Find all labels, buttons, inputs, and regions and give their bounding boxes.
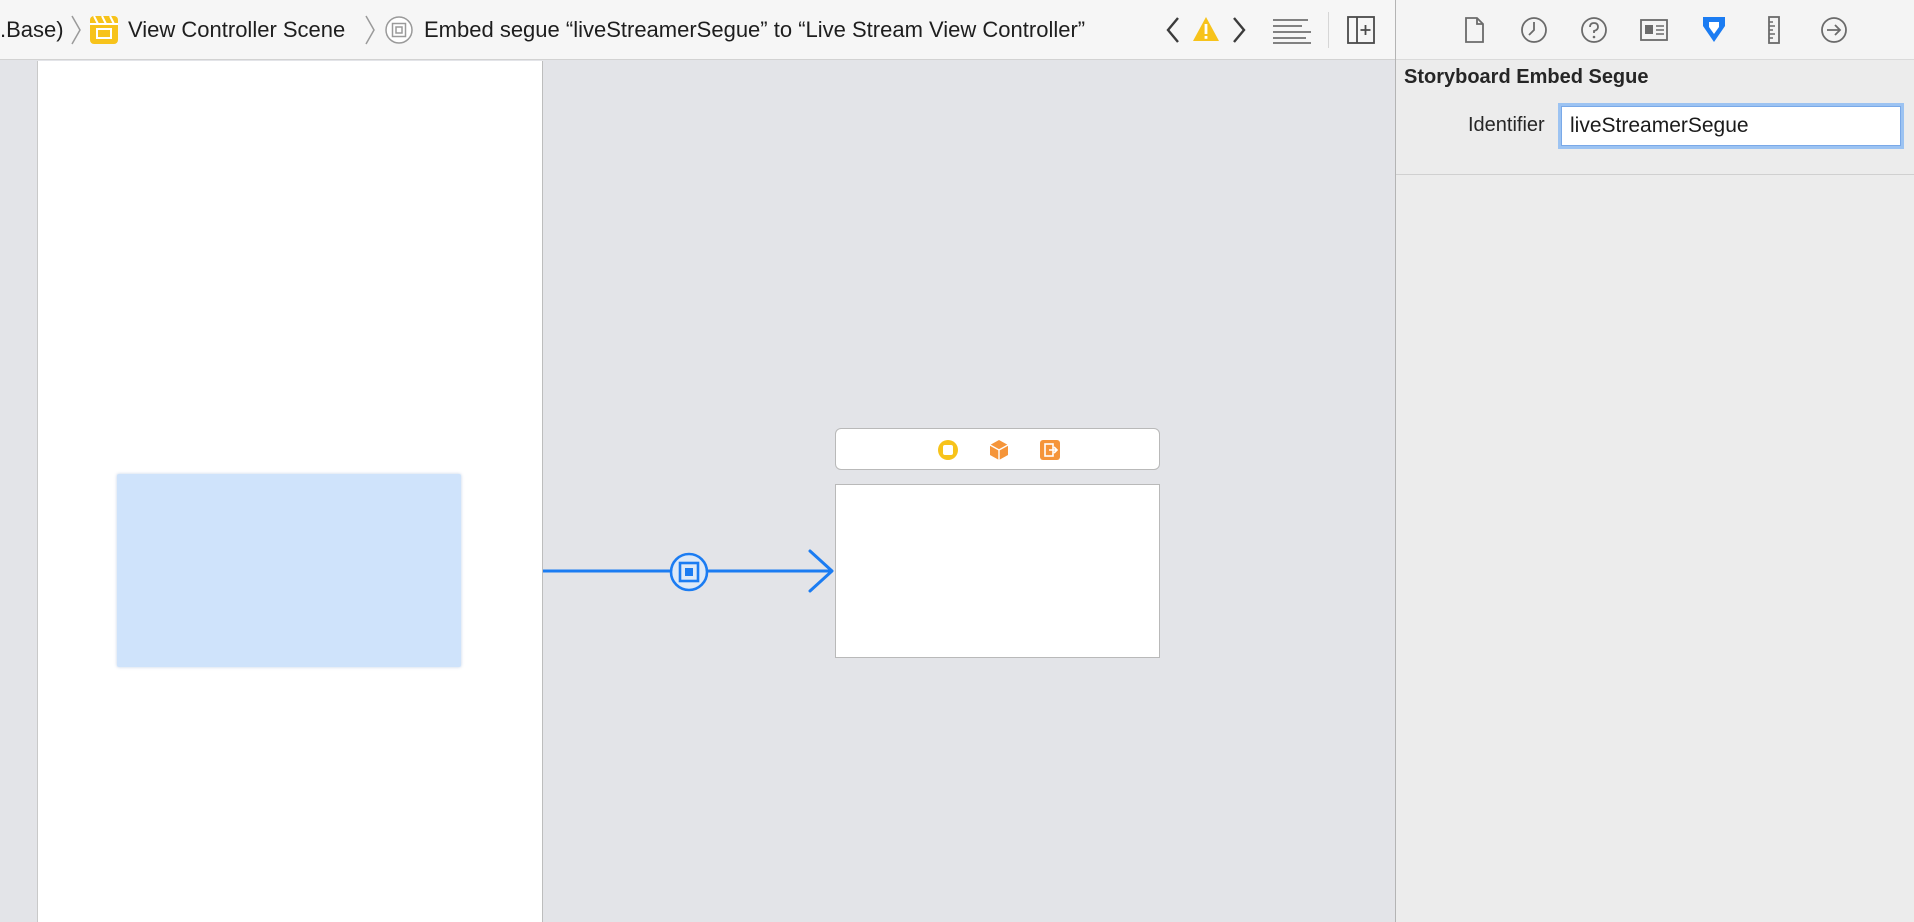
- section-title: Storyboard Embed Segue: [1404, 66, 1649, 88]
- add-editor-icon[interactable]: [1347, 16, 1375, 44]
- connections-inspector-icon[interactable]: [1818, 14, 1850, 46]
- jump-bar: .Base) View Controller Scene Embed segue…: [0, 0, 1395, 60]
- chevron-right-icon: [71, 15, 81, 45]
- identifier-label: Identifier: [1468, 114, 1545, 136]
- section-divider: [1396, 174, 1914, 175]
- container-view-selected[interactable]: [117, 474, 461, 667]
- help-inspector-icon[interactable]: [1578, 14, 1610, 46]
- embed-segue-icon[interactable]: [669, 552, 709, 592]
- breadcrumb-segue[interactable]: Embed segue “liveStreamerSegue” to “Live…: [424, 17, 1086, 42]
- view-controller-icon[interactable]: [937, 439, 959, 461]
- scene-icon: [90, 15, 118, 44]
- chevron-left-icon[interactable]: [1162, 14, 1184, 46]
- file-inspector-icon[interactable]: [1458, 14, 1490, 46]
- history-inspector-icon[interactable]: [1518, 14, 1550, 46]
- first-responder-icon[interactable]: [988, 439, 1010, 461]
- live-stream-scene-dock[interactable]: [835, 428, 1160, 470]
- chevron-right-nav-icon[interactable]: [1228, 14, 1250, 46]
- size-inspector-icon[interactable]: [1758, 14, 1790, 46]
- inspector-tabs: [1396, 0, 1914, 60]
- embed-segue-icon: [385, 16, 413, 44]
- toolbar-divider: [1328, 12, 1329, 48]
- attributes-inspector: Storyboard Embed Segue Identifier: [1395, 0, 1914, 922]
- exit-icon[interactable]: [1039, 439, 1061, 461]
- identifier-field[interactable]: [1561, 106, 1901, 146]
- identity-inspector-icon[interactable]: [1638, 14, 1670, 46]
- embed-segue-arrow[interactable]: [0, 61, 1395, 922]
- breadcrumb-base[interactable]: .Base): [0, 17, 64, 42]
- chevron-right-icon: [365, 15, 375, 45]
- breadcrumb-scene[interactable]: View Controller Scene: [128, 17, 346, 42]
- view-controller-scene[interactable]: [38, 61, 543, 922]
- minimap-lines-icon[interactable]: [1272, 18, 1312, 44]
- warning-icon[interactable]: [1192, 15, 1220, 43]
- storyboard-canvas[interactable]: [0, 61, 1395, 922]
- live-stream-view-controller[interactable]: [835, 484, 1160, 658]
- attributes-inspector-icon[interactable]: [1698, 14, 1730, 46]
- canvas-gutter: [0, 61, 38, 922]
